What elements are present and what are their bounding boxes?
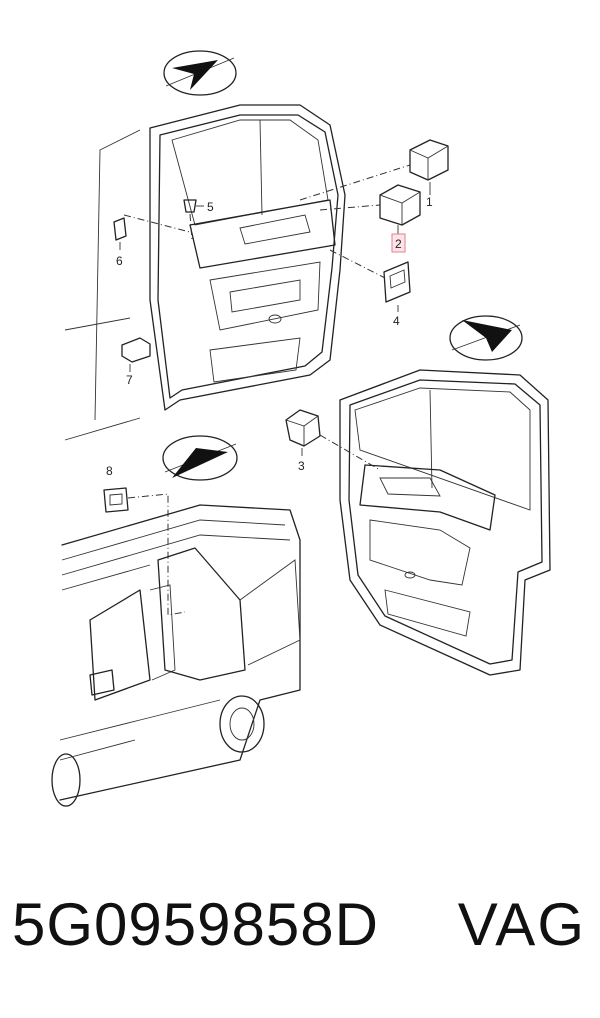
part-number: 5G0959858D xyxy=(12,891,379,958)
callout-5: 5 xyxy=(207,200,214,214)
part-7-switch xyxy=(121,337,151,372)
parts-diagram: 1 2 3 4 5 6 7 8 xyxy=(51,50,551,807)
callout-4: 4 xyxy=(393,314,400,328)
callout-1: 1 xyxy=(426,195,433,209)
part-5-clip xyxy=(183,199,204,213)
callout-2: 2 xyxy=(395,237,402,251)
orientation-arrow-icon-right xyxy=(449,315,523,361)
callout-2-highlight xyxy=(391,233,406,253)
orientation-arrow-icon-bottom xyxy=(162,435,238,481)
brand-label: VAG xyxy=(457,891,586,958)
leader-line-3 xyxy=(319,434,381,471)
callout-6: 6 xyxy=(116,254,123,268)
orientation-arrow-icon-top xyxy=(163,50,237,96)
part-6-bracket xyxy=(113,217,127,250)
van-drawing xyxy=(51,504,301,807)
part-4-panel xyxy=(383,261,411,312)
part-2-switch xyxy=(379,184,421,234)
callout-3: 3 xyxy=(298,459,305,473)
footer: 5G0959858D VAG xyxy=(0,890,600,990)
leader-line-6 xyxy=(123,214,191,233)
leader-line-5 xyxy=(189,213,193,241)
leader-line-2 xyxy=(319,204,381,211)
part-3-switch xyxy=(285,409,321,456)
leader-line-8 xyxy=(127,493,186,616)
sliding-door-drawing xyxy=(339,369,551,676)
leader-line-1 xyxy=(299,164,411,201)
leader-line-4 xyxy=(329,249,386,279)
callout-8: 8 xyxy=(106,464,113,478)
part-8-switch xyxy=(103,487,129,513)
callout-7: 7 xyxy=(126,373,133,387)
front-door-drawing xyxy=(64,104,346,441)
part-1-switch xyxy=(409,139,449,195)
